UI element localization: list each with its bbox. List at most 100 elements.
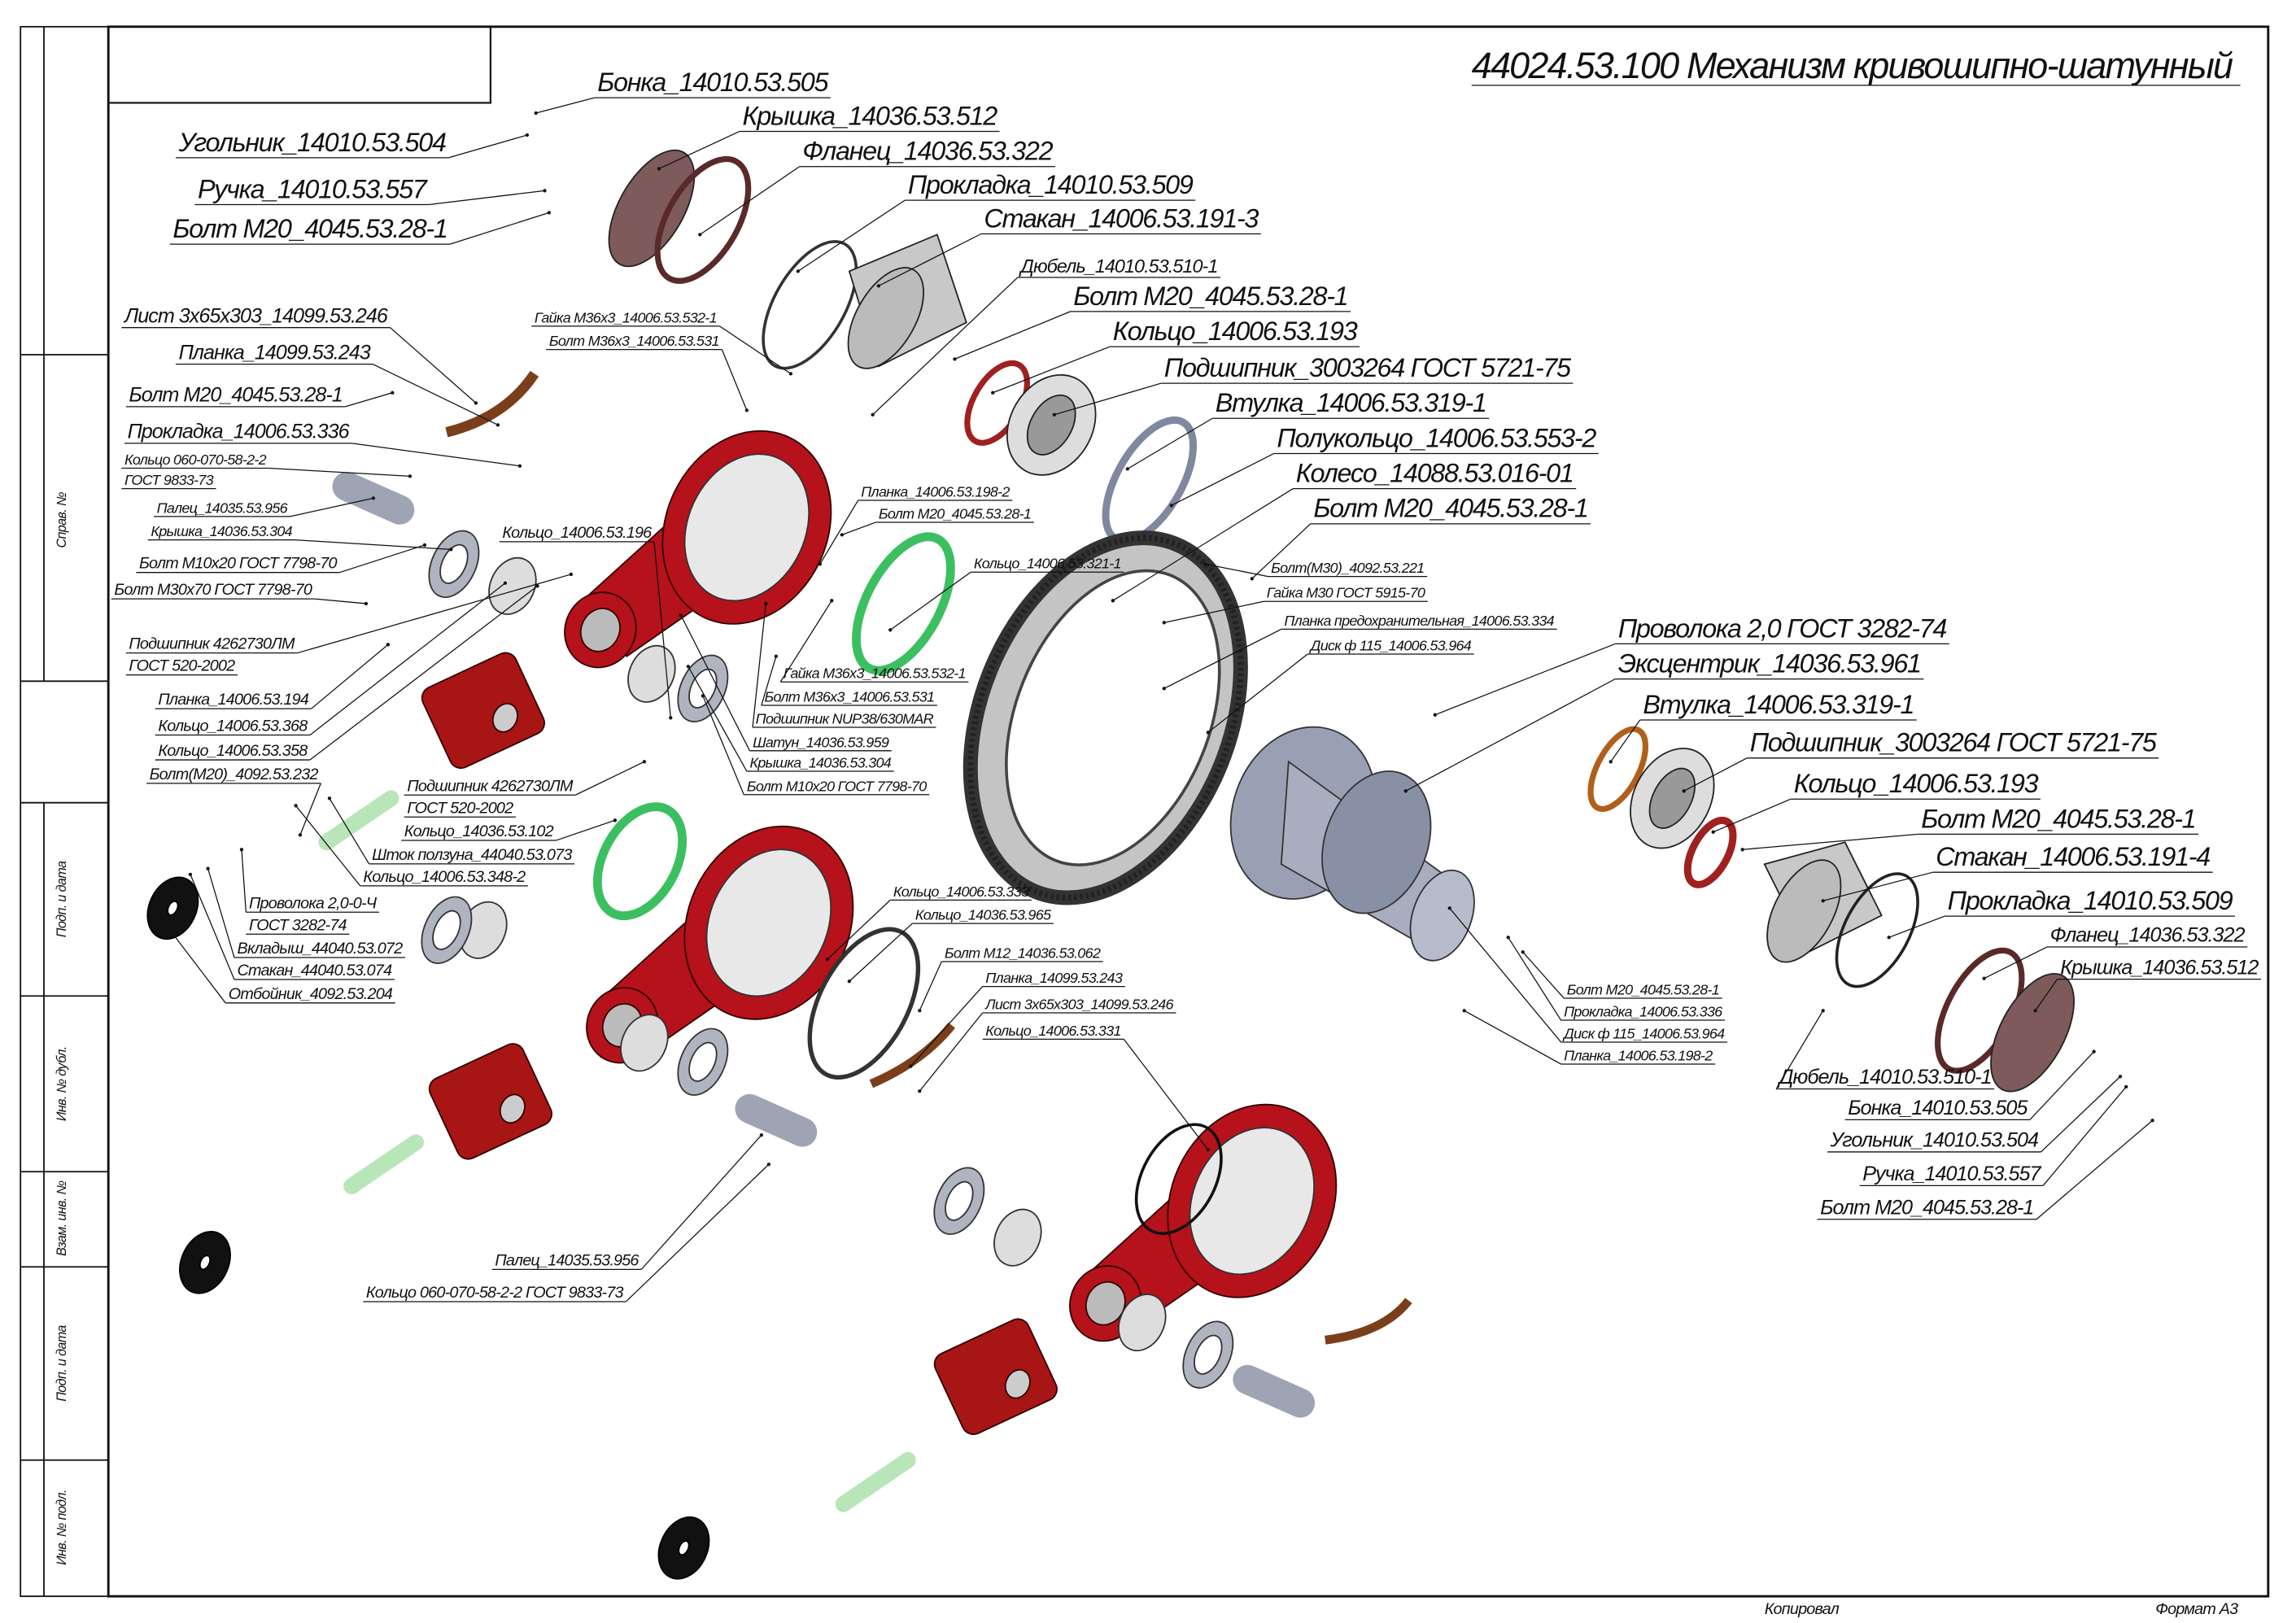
leader-line (449, 212, 550, 245)
leader-dot (535, 584, 539, 588)
leader-dot (294, 804, 298, 808)
part-label: Диск ф 115_14006.53.964 (1562, 1025, 1725, 1041)
crosshead-bore (499, 1093, 526, 1124)
leader-line (1127, 417, 1213, 469)
connecting-rod-bearing (683, 453, 810, 602)
leader-line (1112, 488, 1294, 601)
leader-dot (871, 412, 875, 417)
leader-line (345, 392, 393, 408)
gudgeon-pin-part (1233, 1364, 1316, 1418)
leader-line (556, 819, 616, 841)
part-label: Втулка_14006.53.319-1 (1643, 690, 1914, 719)
cover-plate-hole (945, 1180, 974, 1221)
bearing-bore (1648, 767, 1696, 829)
leader-dot (188, 872, 193, 877)
leader-line (827, 899, 891, 960)
cover-plate-hole (1194, 1334, 1223, 1375)
leader-line (889, 571, 971, 630)
leader-line (1610, 719, 1641, 762)
part-label: Прокладка_14006.53.336 (1564, 1003, 1722, 1019)
leader-line (268, 467, 410, 477)
leader-dot (953, 357, 957, 361)
part-label: Крышка_14036.53.512 (742, 101, 997, 130)
leader-dot (569, 572, 574, 577)
part-label: Болт М10х20 ГОСТ 7798-70 (747, 778, 927, 794)
leader-dot (1609, 760, 1613, 764)
leader-line (351, 443, 520, 467)
part-label: Шток ползуна_44040.53.073 (372, 846, 572, 864)
leader-dot (298, 833, 303, 837)
leader-line (2041, 1075, 2121, 1153)
bearing-bore (1026, 394, 1076, 456)
leader-dot (991, 390, 995, 395)
leader-dot (613, 818, 618, 822)
leader-dot (386, 643, 391, 647)
green-ring-part (592, 802, 687, 921)
leader-dot (1982, 976, 1986, 980)
part-label: Болт М20_4045.53.28-1 (1073, 281, 1347, 311)
leader-dot (1052, 412, 1056, 417)
part-label: Болт М10х20 ГОСТ 7798-70 (139, 555, 338, 573)
leader-line (535, 97, 595, 114)
format-label: Формат А3 (2155, 1600, 2238, 1618)
leader-dot (371, 496, 376, 500)
part-label: Кольцо_14006.53.193 (1794, 769, 2039, 798)
eccentric-shaft-end (1409, 869, 1475, 962)
part-label: Гайка М36х3_14006.53.532-1 (784, 665, 966, 682)
bearing-part (1118, 1294, 1167, 1352)
leader-dot (679, 613, 683, 617)
leader-line (2036, 1119, 2154, 1220)
leader-line (295, 805, 361, 887)
leader-dot (888, 628, 893, 632)
ring-part-right (1683, 816, 1737, 888)
leader-line (1713, 798, 1792, 833)
buffer-hole (678, 1540, 690, 1556)
part-label: Угольник_14010.53.504 (178, 128, 446, 157)
leader-dot (918, 1009, 922, 1013)
leader-line (1207, 653, 1308, 733)
sleeve-end (1766, 859, 1842, 963)
leader-dot (1203, 562, 1207, 566)
piston-rod-part (835, 1451, 916, 1512)
part-label: Бонка_14010.53.505 (597, 68, 829, 97)
leader-line (2029, 1051, 2095, 1120)
part-label: Дюбель_14010.53.510-1 (1777, 1066, 1992, 1089)
leader-line (339, 544, 426, 574)
part-label: Прокладка_14006.53.336 (128, 421, 351, 443)
crosshead-part (933, 1318, 1058, 1435)
leader-line (1171, 452, 1275, 506)
part-label: Вкладыш_44040.53.072 (238, 940, 404, 958)
piston-rod-part (318, 790, 399, 851)
leader-dot (364, 601, 369, 606)
leader-line (653, 541, 671, 718)
crosshead-bore (1004, 1368, 1031, 1399)
leader-dot (744, 408, 749, 412)
part-label: Кольцо_14006.53.348-2 (363, 868, 526, 886)
leader-line (841, 521, 876, 535)
leader-dot (1206, 731, 1210, 735)
leader-line (1888, 915, 1945, 938)
leader-line (1251, 523, 1312, 579)
bearing-part (993, 1208, 1042, 1267)
part-label: Лист 3х65х303_14099.53.246 (984, 996, 1173, 1012)
leader-dot (2150, 1119, 2154, 1123)
part-label: Планка_14006.53.198-2 (1564, 1047, 1713, 1063)
exploded-parts (146, 149, 2075, 1580)
part-label: Кольцо_14036.53.102 (404, 822, 554, 840)
leader-line (373, 364, 499, 425)
leader-dot (1521, 950, 1525, 954)
leader-line (295, 539, 452, 550)
leader-dot (327, 796, 332, 801)
leader-dot (825, 958, 830, 962)
leader-dot (1206, 1148, 1210, 1152)
part-label: Фланец_14036.53.322 (802, 137, 1053, 166)
leader-line (1683, 757, 1748, 792)
part-label: Отбойник_4092.53.204 (229, 985, 393, 1003)
part-label: Подшипник 4262730ЛМ (407, 777, 574, 795)
leader-line (878, 233, 982, 286)
leader-line (314, 598, 366, 604)
part-label: Крышка_14036.53.304 (749, 755, 891, 771)
leader-line (779, 600, 832, 683)
leader-dot (1887, 936, 1891, 940)
